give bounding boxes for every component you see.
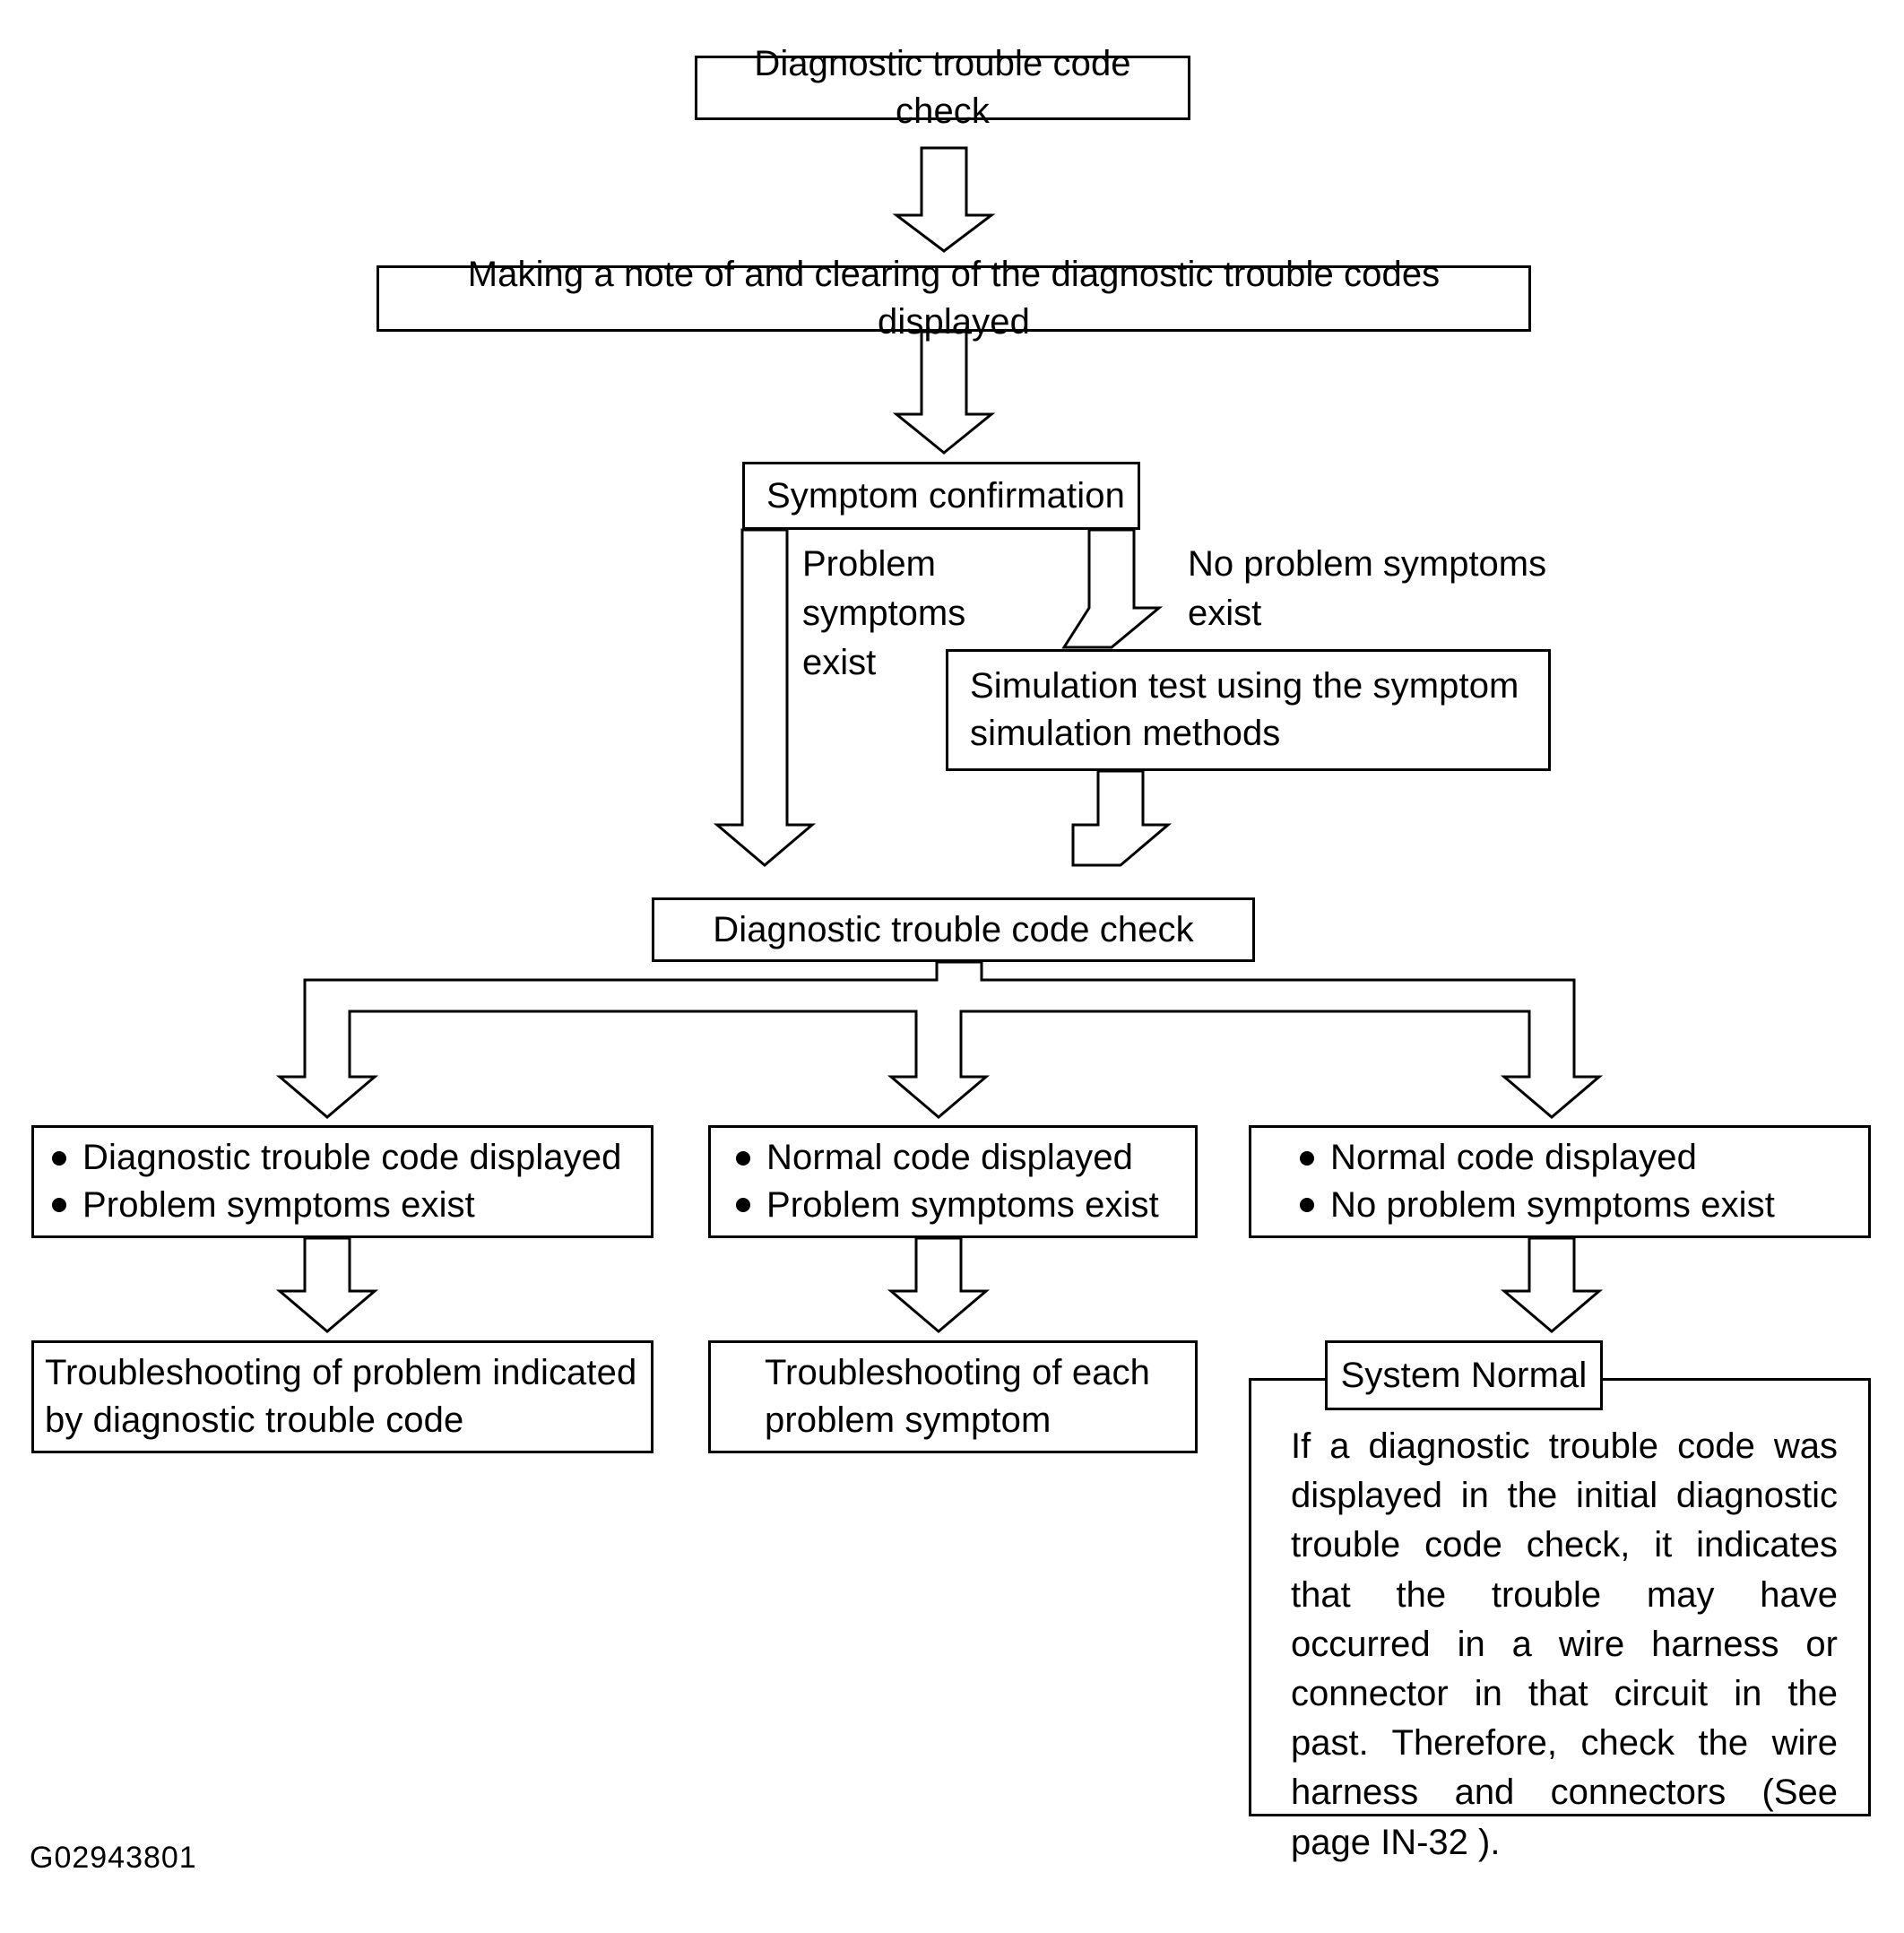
list-item: Normal code displayed [731, 1134, 1159, 1182]
node-outcome-middle-line-1: Troubleshooting of each [765, 1353, 1150, 1393]
node-system-normal-title: System Normal [1325, 1340, 1603, 1410]
arrow-problem-symptoms-to-dtc2 [713, 528, 817, 867]
list-item: Normal code displayed [1294, 1134, 1775, 1182]
node-outcome-middle: Troubleshooting of each problem symptom [708, 1340, 1198, 1453]
node-symptom-confirmation-label: Symptom confirmation [766, 475, 1125, 516]
node-dtc-check-1-label: Diagnostic trouble code check [754, 44, 1131, 131]
list-item: Problem symptoms exist [731, 1182, 1159, 1229]
node-dtc-check-2-label: Diagnostic trouble code check [713, 909, 1194, 949]
arrow-making-note-to-symptom [892, 330, 996, 455]
node-dtc-check-2: Diagnostic trouble code check [652, 897, 1255, 962]
edge-label-no-problem-symptoms-exist-line-1: No problem symptoms [1188, 544, 1547, 584]
node-system-normal-title-label: System Normal [1340, 1355, 1588, 1395]
edge-label-no-problem-symptoms-exist-line-2: exist [1188, 594, 1262, 634]
node-dtc-check-1: Diagnostic trouble code check [695, 44, 1190, 131]
node-simulation-test-lines: Simulation test using the symptom simula… [948, 663, 1531, 758]
list-item: No problem symptoms exist [1294, 1182, 1775, 1229]
list-item: Problem symptoms exist [47, 1182, 621, 1229]
node-result-middle: Normal code displayed Problem symptoms e… [708, 1125, 1198, 1238]
edge-label-problem-symptoms-exist-line-2: exist [802, 643, 877, 683]
node-simulation-test-line-2: simulation methods [970, 714, 1281, 753]
node-outcome-left-line-2: by diagnostic trouble code [45, 1400, 464, 1440]
figure-code: G02943801 [30, 1841, 197, 1875]
node-making-note-label: Making a note of and clearing of the dia… [467, 255, 1441, 342]
branch-connector-three-way [275, 960, 1604, 1119]
edge-label-problem-symptoms-exist: Problem symptoms exist [802, 540, 1098, 689]
node-outcome-left-lines: Troubleshooting of problem indicated by … [34, 1349, 649, 1444]
node-result-left-list: Diagnostic trouble code displayed Proble… [34, 1134, 634, 1229]
edge-label-no-problem-symptoms-exist: No problem symptoms exist [1188, 540, 1573, 638]
system-normal-note-paragraph: If a diagnostic trouble code was display… [1291, 1426, 1838, 1862]
node-result-right: Normal code displayed No problem symptom… [1249, 1125, 1871, 1238]
node-system-normal-panel [1249, 1378, 1871, 1816]
edge-label-problem-symptoms-exist-line-1: Problem symptoms [802, 544, 966, 634]
node-outcome-middle-lines: Troubleshooting of each problem symptom [711, 1349, 1163, 1444]
arrow-result-middle-to-outcome-middle [887, 1236, 991, 1333]
node-simulation-test-line-1: Simulation test using the symptom [970, 666, 1519, 706]
node-outcome-middle-line-2: problem symptom [765, 1400, 1052, 1440]
node-result-left: Diagnostic trouble code displayed Proble… [31, 1125, 653, 1238]
node-result-right-list: Normal code displayed No problem symptom… [1251, 1134, 1787, 1229]
list-item: Diagnostic trouble code displayed [47, 1134, 621, 1182]
arrow-result-left-to-outcome-left [275, 1236, 379, 1333]
arrow-dtc1-to-making-note [892, 146, 996, 253]
node-simulation-test: Simulation test using the symptom simula… [946, 649, 1551, 771]
arrow-result-right-to-system-normal [1500, 1236, 1604, 1333]
node-outcome-left: Troubleshooting of problem indicated by … [31, 1340, 653, 1453]
system-normal-note-text: If a diagnostic trouble code was display… [1291, 1422, 1838, 1868]
node-outcome-left-line-1: Troubleshooting of problem indicated [45, 1353, 637, 1393]
node-symptom-confirmation: Symptom confirmation [742, 462, 1140, 530]
node-making-note: Making a note of and clearing of the dia… [376, 255, 1531, 342]
node-result-middle-list: Normal code displayed Problem symptoms e… [711, 1134, 1172, 1229]
arrow-simulation-to-dtc2 [1071, 769, 1173, 867]
